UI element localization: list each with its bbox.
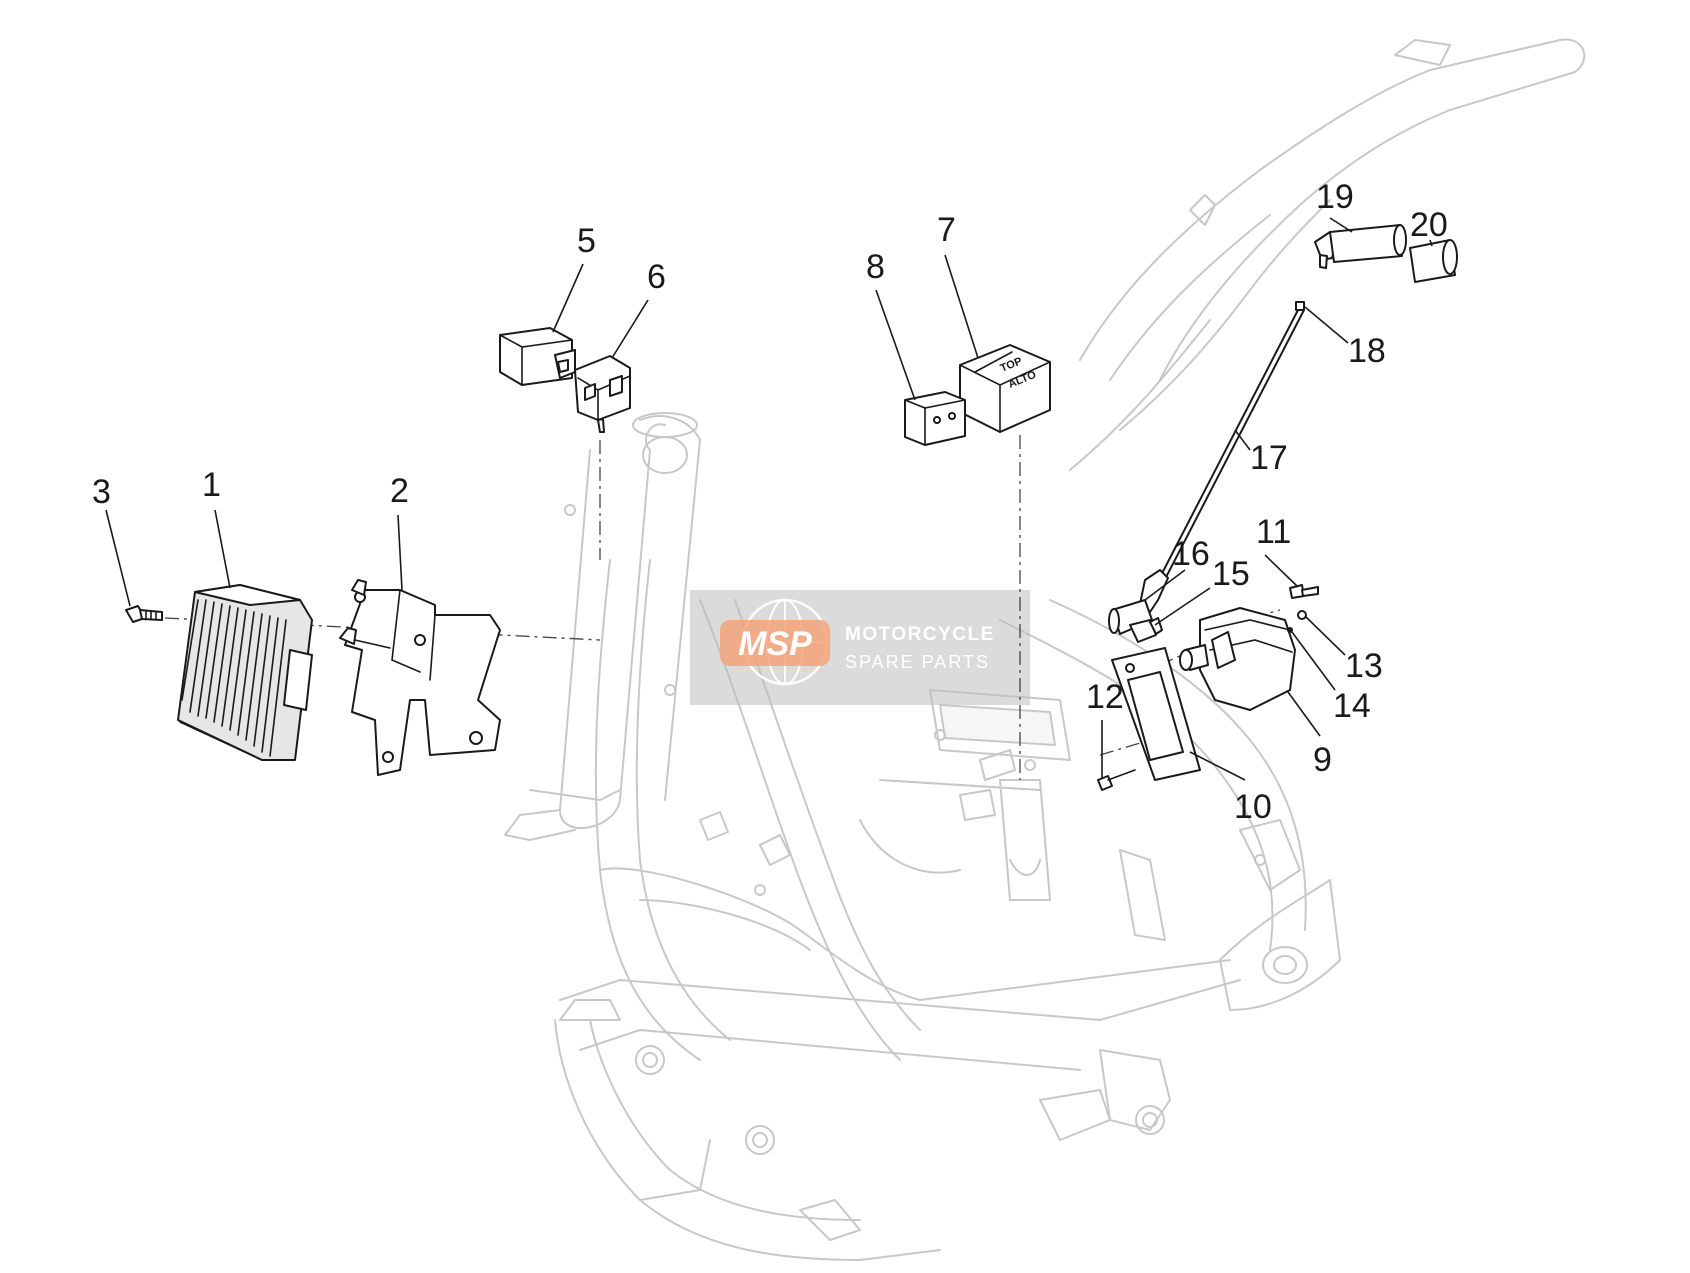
scooter-frame: [504, 38, 1586, 1261]
watermark-line2: SPARE PARTS: [845, 652, 990, 672]
leader-lines: [105, 217, 1433, 781]
part-15-connector: [1129, 617, 1163, 643]
part-18-cable-seal: [1295, 301, 1305, 311]
part-7-holder-top-alto: TOP ALTO: [959, 344, 1051, 433]
part-1-voltage-regulator: [177, 584, 313, 761]
part-14-washer: [1287, 627, 1293, 633]
watermark-line1: MOTORCYCLE: [845, 624, 995, 645]
part-10-coil-bracket: [1111, 647, 1201, 781]
part-9-ignition-coil: [1179, 607, 1296, 711]
callout-6: 6: [647, 258, 666, 296]
watermark-badge: [720, 620, 830, 666]
part-3-screw: [125, 605, 163, 623]
part-19-cap-connector: [1314, 224, 1407, 269]
part-13-nut: [1297, 610, 1307, 620]
part-2-regulator-bracket: [339, 579, 501, 776]
callout-18: 18: [1348, 332, 1386, 370]
watermark: MSP MOTORCYCLE SPARE PARTS: [690, 590, 1030, 705]
callout-15: 15: [1212, 555, 1250, 593]
part-20-cap-sleeve: [1409, 239, 1458, 283]
callout-5: 5: [577, 222, 596, 260]
callout-14: 14: [1333, 687, 1371, 725]
callout-1: 1: [202, 466, 221, 504]
callout-16: 16: [1172, 535, 1210, 573]
callout-10: 10: [1234, 788, 1272, 826]
callout-7: 7: [937, 211, 956, 249]
callout-20: 20: [1410, 206, 1448, 244]
part-12-screw: [1097, 769, 1136, 791]
callout-8: 8: [866, 248, 885, 286]
callout-9: 9: [1313, 741, 1332, 779]
callout-labels: 1 2 3 5 6 7 8 9 10 11 12 13 14 15 16 17 …: [92, 178, 1448, 826]
part-16-spark-plug-cap: [1108, 569, 1169, 635]
part-11-bolt: [1289, 584, 1319, 599]
part-5-relay: [499, 327, 576, 386]
callout-12: 12: [1086, 678, 1124, 716]
callout-19: 19: [1316, 178, 1354, 216]
callout-17: 17: [1250, 439, 1288, 477]
callout-13: 13: [1345, 647, 1383, 685]
part-6-relay-holder: [574, 355, 631, 433]
watermark-badge-text: MSP: [738, 625, 812, 663]
callout-11: 11: [1256, 513, 1291, 551]
callout-3: 3: [92, 473, 111, 511]
callout-2: 2: [390, 472, 409, 510]
part-8-fuse-block: [904, 391, 966, 446]
